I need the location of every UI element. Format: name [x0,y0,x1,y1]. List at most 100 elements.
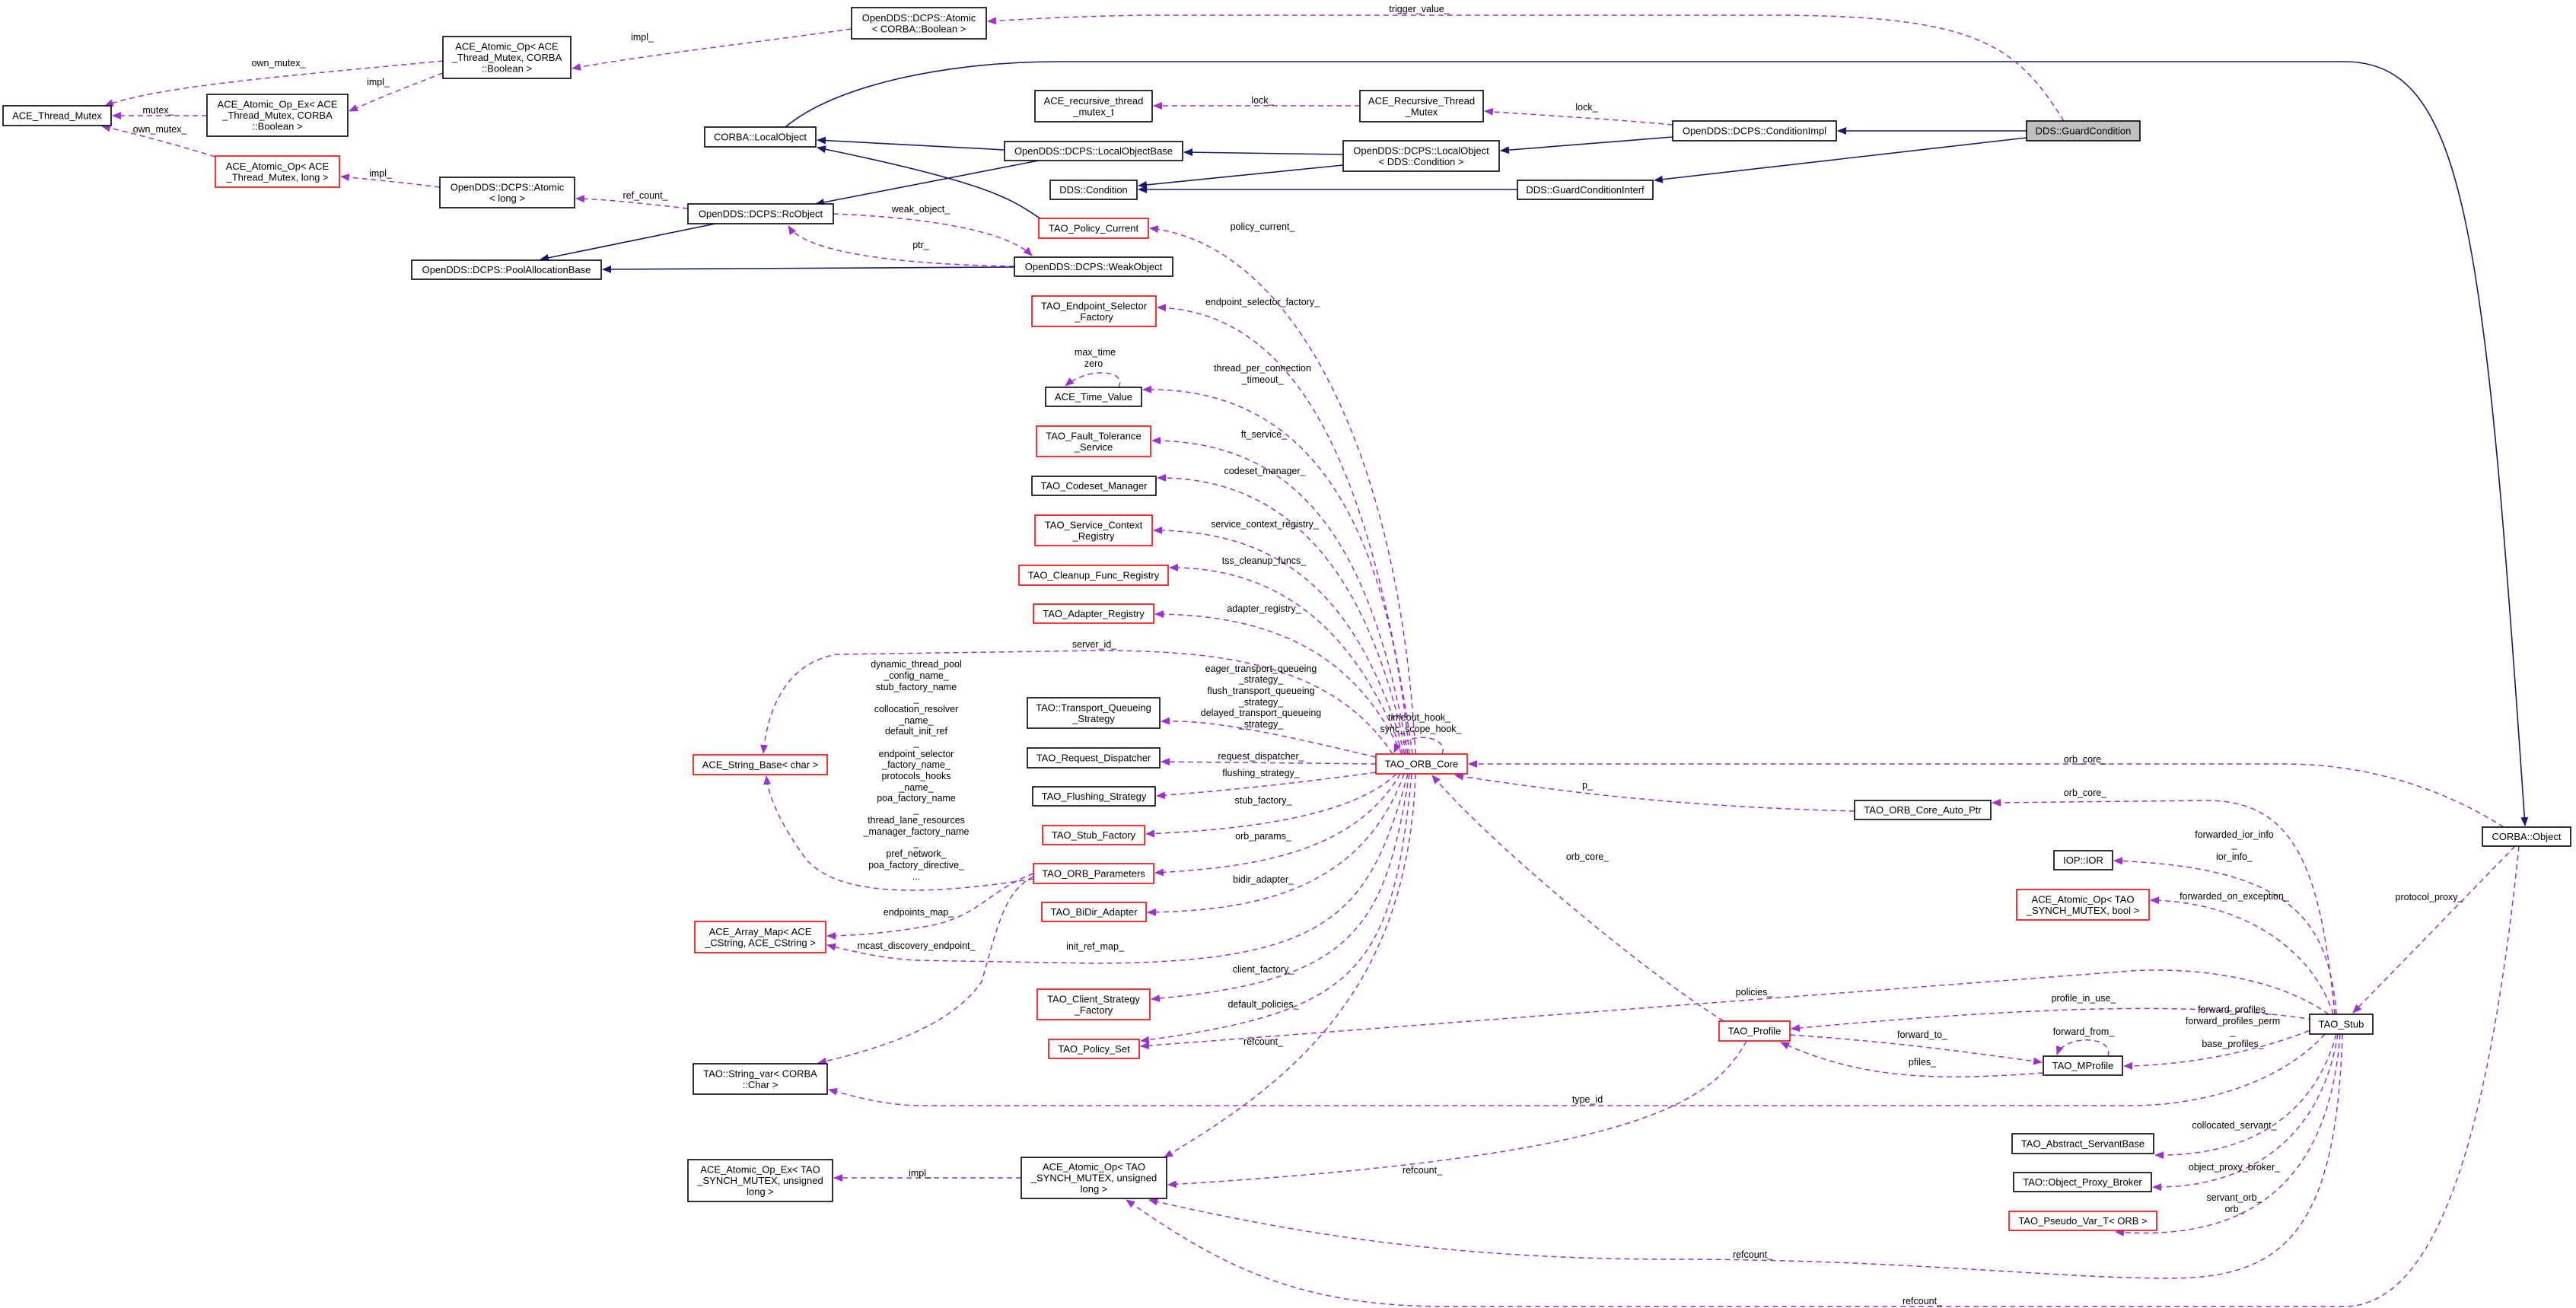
edge-label: codeset_manager_ [1224,466,1306,476]
edge-line [349,72,444,112]
usage-edge-orb_core-to-flushing: flushing_strategy_ [1156,768,1377,800]
edge-label: endpoint_selector_factory_ [1205,297,1320,307]
class-node-dds-cond[interactable]: DDS::Condition [1049,180,1138,200]
class-node-array-map[interactable]: ACE_Array_Map< ACE_CString, ACE_CString … [694,921,826,953]
class-node-pseudo-var[interactable]: TAO_Pseudo_Var_T< ORB > [2008,1211,2157,1231]
edge-label: ref_count_ [623,190,668,201]
class-node-bidir[interactable]: TAO_BiDir_Adapter [1041,902,1147,922]
class-node-thread-mutex[interactable]: ACE_Thread_Mutex [2,105,112,126]
class-node-adapter[interactable]: TAO_Adapter_Registry [1033,603,1154,624]
edge-line [826,873,1034,940]
class-node-aop-long[interactable]: ACE_Atomic_Op< ACE_Thread_Mutex, long > [215,155,340,188]
node-label: TAO_Client_Strategy [1047,993,1140,1004]
class-node-orb-params[interactable]: TAO_ORB_Parameters [1033,863,1154,884]
class-node-mprofile[interactable]: TAO_MProfile [2043,1055,2123,1076]
class-node-aop-bool[interactable]: ACE_Atomic_Op< ACE_Thread_Mutex, CORBA::… [442,36,572,79]
edge-line [1780,1042,2044,1077]
edge-label: type_id [1572,1094,1603,1105]
edge-line [1393,737,1444,755]
usage-edge-profile-to-aop_tao_ulong: refcount_ [1167,1040,1747,1189]
class-node-policy-set[interactable]: TAO_Policy_Set [1048,1039,1140,1059]
edge-label: protocol_proxy_ [2396,892,2464,902]
class-node-lo-cond[interactable]: OpenDDS::DCPS::LocalObject< DDS::Conditi… [1342,140,1500,172]
edge-label: flushing_strategy_ [1222,768,1301,778]
class-node-gci[interactable]: DDS::GuardConditionInterf [1517,180,1654,200]
class-node-req-disp[interactable]: TAO_Request_Dispatcher [1027,747,1161,769]
edge-line [817,876,1034,1065]
class-node-stub-factory[interactable]: TAO_Stub_Factory [1042,825,1145,845]
node-box [1854,800,1992,820]
edge-line [1153,527,1406,755]
usage-edge-stub-to-mprofile: forward_profiles_forward_profiles_perm_b… [2123,1004,2318,1070]
edges-layer: impl_impl_own_mutex_mutex_own_mutex_impl… [101,4,2529,1307]
edge-label: poa_factory_name [877,793,956,804]
edge-line [1161,758,1377,766]
edge-label: _factory_name_ [881,759,951,770]
class-node-flushing[interactable]: TAO_Flushing_Strategy [1032,786,1156,807]
class-node-scr[interactable]: TAO_Service_Context_Registry [1034,514,1153,546]
class-node-pool-alloc[interactable]: OpenDDS::DCPS::PoolAllocationBase [411,259,602,280]
class-node-client-sf[interactable]: TAO_Client_Strategy_Factory [1036,988,1151,1020]
usage-edge-mprofile-to-profile: pfiles_ [1780,1042,2044,1077]
edge-label: request_dispatcher_ [1218,751,1304,762]
inheritance-edge-lo_base-to-local_object [817,136,1005,151]
class-node-atomic-bool[interactable]: OpenDDS::DCPS::Atomic< CORBA::Boolean > [851,7,987,40]
class-node-string-base[interactable]: ACE_String_Base< char > [693,754,828,775]
edge-line [828,1033,2326,1106]
class-node-proxy-broker[interactable]: TAO::Object_Proxy_Broker [2013,1172,2152,1192]
edge-label: mutex_ [143,105,175,116]
usage-edge-stub-to-profile: profile_in_use_ [1791,993,2314,1032]
class-node-codeset[interactable]: TAO_Codeset_Manager [1031,476,1157,496]
node-label: ACE_recursive_thread [1044,95,1144,107]
class-node-rc-object[interactable]: OpenDDS::DCPS::RcObject [687,203,834,224]
class-node-string-var[interactable]: TAO::String_var< CORBA::Char > [693,1063,828,1095]
usage-edge-stub-to-auto_ptr: orb_core_ [1992,788,2336,1015]
usage-edge-stub-to-aop_tao_bool: forwarded_on_exception_ [2150,891,2334,1015]
edge-line [2352,845,2516,1014]
edge-line [1183,148,1344,157]
class-node-local-object[interactable]: CORBA::LocalObject [704,126,817,148]
class-node-servant-base[interactable]: TAO_Abstract_ServantBase [2011,1133,2154,1154]
usage-edge-weak_object-to-rc_object: ptr_ [788,225,1015,267]
usage-edge-orb_core-to-codeset: codeset_manager_ [1157,466,1407,755]
class-node-ior[interactable]: IOP::IOR [2053,850,2113,870]
class-node-stub[interactable]: TAO_Stub [2309,1014,2374,1035]
class-node-rec-mutex[interactable]: ACE_Recursive_Thread_Mutex [1359,90,1484,123]
class-node-orb-core[interactable]: TAO_ORB_Core [1375,753,1468,775]
class-node-corba-object[interactable]: CORBA::Object [2482,826,2571,847]
node-label: ::Char > [743,1079,779,1090]
class-node-auto-ptr[interactable]: TAO_ORB_Core_Auto_Ptr [1854,800,1992,820]
node-label: DDS::GuardCondition [2036,126,2132,137]
inheritance-edge-guard-to-gci [1654,137,2027,183]
class-node-weak-object[interactable]: OpenDDS::DCPS::WeakObject [1014,256,1173,277]
class-node-profile[interactable]: TAO_Profile [1718,1020,1791,1042]
class-node-policy-current[interactable]: TAO_Policy_Current [1038,218,1149,239]
usage-edge-orb_params-to-string_var: mcast_discovery_endpoint_ [817,876,1034,1065]
class-node-lo-base[interactable]: OpenDDS::DCPS::LocalObjectBase [1004,141,1183,161]
class-node-time-value[interactable]: ACE_Time_Value [1045,387,1142,407]
class-node-aop-tao-ulong[interactable]: ACE_Atomic_Op< TAO_SYNCH_MUTEX, unsigned… [1021,1157,1167,1199]
class-node-rec-mutex-t[interactable]: ACE_recursive_thread_mutex_t [1034,90,1153,123]
class-node-guard[interactable]: DDS::GuardCondition [2026,120,2141,142]
class-node-aopex-bool[interactable]: ACE_Atomic_Op_Ex< ACE_Thread_Mutex, CORB… [206,94,349,137]
edge-line [1454,772,1855,812]
class-node-endpoint-sel[interactable]: TAO_Endpoint_Selector_Factory [1031,295,1157,327]
class-node-atomic-long[interactable]: OpenDDS::DCPS::Atomic< long > [439,177,575,208]
usage-edge-guard-to-atomic_bool: trigger_value_ [987,4,2065,122]
edge-label: thread_per_connection [1214,363,1311,374]
edge-label: _ [913,737,920,748]
usage-edge-aopex_bool-to-thread_mutex: mutex_ [112,105,207,119]
node-box [2043,1055,2123,1076]
class-node-cond-impl[interactable]: OpenDDS::DCPS::ConditionImpl [1672,120,1837,142]
node-box [1038,218,1149,239]
class-node-aopex-tao-ulong[interactable]: ACE_Atomic_Op_Ex< TAO_SYNCH_MUTEX, unsig… [687,1159,833,1202]
class-node-tqs[interactable]: TAO::Transport_Queueing_Strategy [1027,697,1161,729]
class-node-aop-tao-bool[interactable]: ACE_Atomic_Op< TAO_SYNCH_MUTEX, bool > [2016,889,2150,921]
class-node-cleanup[interactable]: TAO_Cleanup_Func_Registry [1018,565,1169,586]
node-box [1042,825,1145,845]
edge-line [1484,107,1673,126]
node-label: TAO_Fault_Tolerance [1046,430,1142,441]
edge-line [2154,1033,2337,1160]
class-node-ft[interactable]: TAO_Fault_Tolerance_Service [1036,425,1151,457]
edge-label: default_init_ref [885,726,948,737]
